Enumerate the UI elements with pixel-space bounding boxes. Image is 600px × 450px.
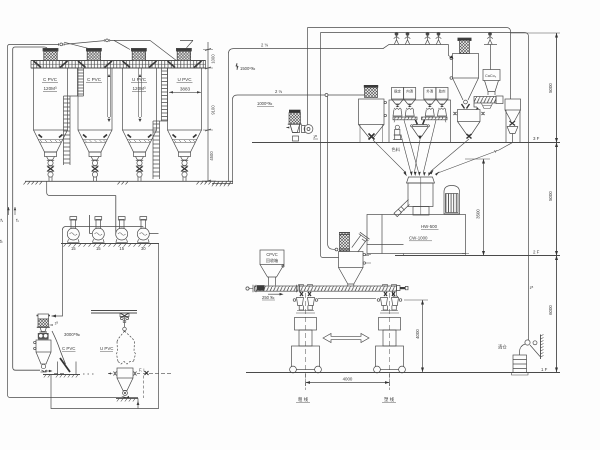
svg-text:2 ⅛: 2 ⅛ (261, 43, 268, 48)
svg-text:6ᴮ: 6ᴮ (0, 239, 4, 243)
svg-text:塑 线: 塑 线 (384, 396, 395, 402)
svg-text:2ᴮ: 2ᴮ (0, 218, 4, 222)
svg-text:回收箱: 回收箱 (266, 257, 278, 263)
svg-text:C PVC: C PVC (87, 77, 102, 82)
svg-text:清仓: 清仓 (498, 344, 507, 351)
svg-text:250 ‰: 250 ‰ (262, 295, 275, 300)
svg-text:120M³: 120M³ (132, 86, 145, 91)
svg-text:4000: 4000 (415, 329, 420, 339)
svg-text:3500: 3500 (476, 209, 481, 219)
svg-text:1 F: 1 F (541, 367, 548, 372)
svg-text:稳定: 稳定 (394, 89, 401, 94)
svg-text:HW-500: HW-500 (421, 224, 438, 229)
svg-text:助剂: 助剂 (439, 89, 446, 94)
svg-text:3000⁶‰: 3000⁶‰ (64, 332, 81, 337)
svg-text:15: 15 (71, 246, 76, 251)
svg-text:U PVC: U PVC (100, 346, 113, 351)
svg-text:2 F: 2 F (533, 250, 540, 255)
svg-text:CPVC: CPVC (266, 252, 277, 257)
svg-text:5000: 5000 (548, 83, 553, 93)
svg-text:U PVC: U PVC (177, 77, 192, 82)
svg-text:外滑: 外滑 (426, 89, 433, 94)
svg-text:15: 15 (96, 246, 101, 251)
svg-text:C PVC: C PVC (62, 346, 75, 351)
svg-text:2ᴮ: 2ᴮ (16, 218, 20, 222)
svg-text:3883: 3883 (180, 87, 191, 92)
svg-text:CW-1000: CW-1000 (409, 236, 428, 241)
svg-text:1ᴮ: 1ᴮ (530, 286, 534, 290)
svg-text:F. L: F. L (139, 368, 146, 373)
svg-text:色料: 色料 (392, 146, 401, 153)
svg-text:2 ⅛: 2 ⅛ (275, 89, 282, 94)
svg-text:120M³: 120M³ (43, 86, 56, 91)
svg-text:1ᴮ: 1ᴮ (55, 322, 59, 326)
svg-text:粗 线: 粗 线 (298, 396, 309, 403)
svg-text:CaCo₃: CaCo₃ (485, 74, 497, 78)
svg-text:9100: 9100 (211, 105, 216, 115)
svg-text:15: 15 (119, 246, 124, 251)
svg-text:4500: 4500 (209, 151, 214, 161)
svg-text:30: 30 (141, 246, 146, 251)
svg-text:3 F: 3 F (533, 136, 540, 141)
svg-text:1000: 1000 (211, 54, 216, 64)
svg-text:6000: 6000 (548, 305, 553, 315)
svg-text:5000: 5000 (548, 191, 553, 201)
svg-text:4000: 4000 (343, 377, 353, 382)
svg-text:U PVC: U PVC (132, 77, 147, 82)
svg-text:C PVC: C PVC (43, 77, 58, 82)
svg-text:内滑: 内滑 (406, 89, 413, 94)
svg-text:1000⁶‰: 1000⁶‰ (257, 101, 273, 106)
svg-text:1500⁶‰: 1500⁶‰ (240, 66, 256, 71)
svg-text:1ᴮ: 1ᴮ (313, 134, 317, 139)
